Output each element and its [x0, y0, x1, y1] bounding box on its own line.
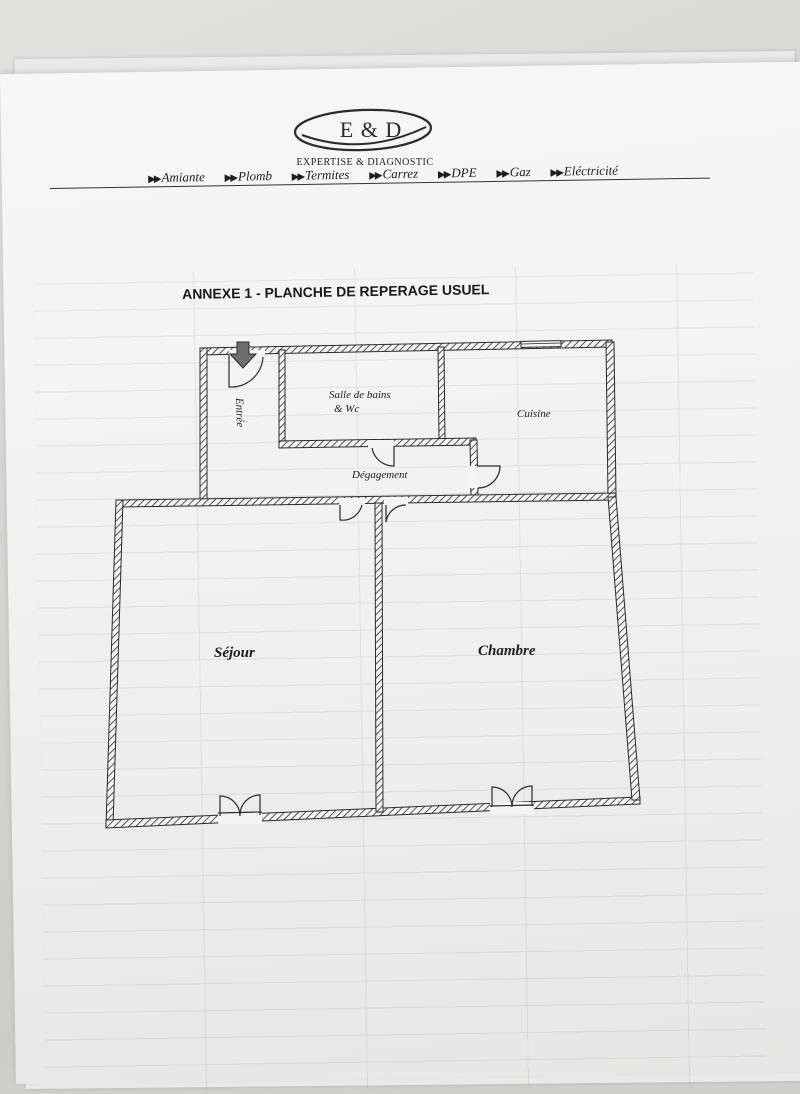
room-label-sejour: Séjour: [214, 645, 255, 661]
bedroom-exterior-door: [489, 785, 535, 814]
entrance-arrow-icon: [228, 341, 258, 369]
wall-partition: [374, 502, 384, 813]
wall-right-upper: [605, 341, 617, 498]
wall-middle: [117, 492, 617, 508]
room-label-wc: & Wc: [334, 403, 359, 415]
wall-bath-right: [437, 346, 446, 443]
wall-bath-left: [278, 349, 286, 447]
living-room-exterior-door: [217, 794, 263, 824]
company-subtitle: EXPERTISE & DIAGNOSTIC: [296, 157, 434, 168]
room-label-degagement: Dégagement: [351, 469, 409, 481]
wall-left-lower: [105, 499, 124, 827]
bedroom-door: [384, 497, 408, 523]
room-label-entree: Entrée: [233, 397, 246, 428]
living-room-door: [339, 498, 365, 521]
wall-entrance-left: [199, 347, 208, 501]
room-label-chambre: Chambre: [478, 643, 536, 659]
room-label-salle-de-bains: Salle de bains: [329, 389, 391, 401]
kitchen-door: [469, 465, 501, 489]
company-logo: [293, 108, 433, 152]
logo-text: E & D: [339, 117, 403, 142]
bathroom-door: [368, 440, 395, 467]
floor-plan: Entrée Salle de bains & Wc Cuisine Dégag…: [105, 339, 641, 829]
walls: [105, 339, 641, 829]
wall-bottom: [105, 796, 641, 829]
kitchen-window: [520, 340, 562, 348]
wall-right-lower: [607, 496, 641, 801]
room-label-cuisine: Cuisine: [517, 408, 551, 420]
